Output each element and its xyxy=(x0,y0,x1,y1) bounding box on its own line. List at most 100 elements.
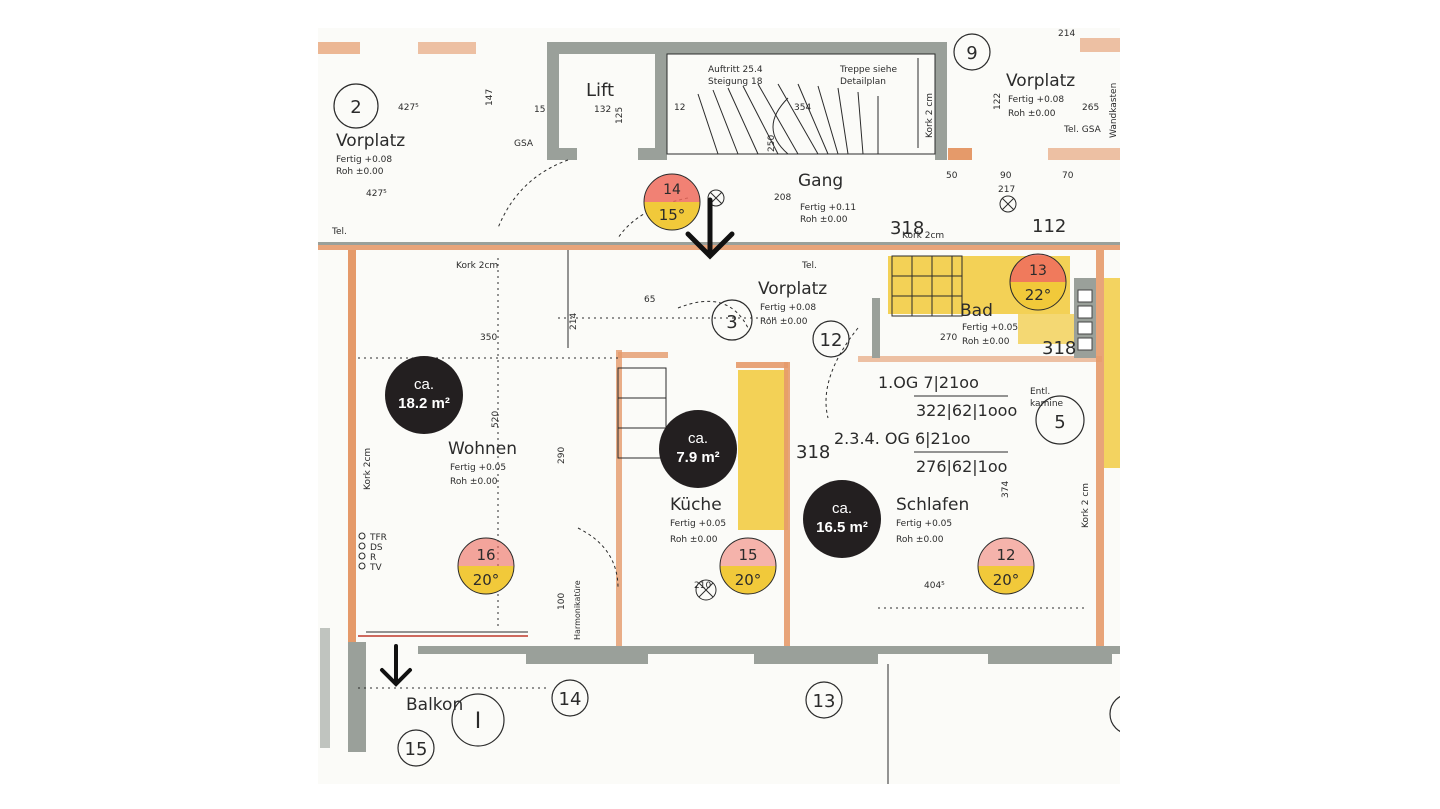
room-name-lift: Lift xyxy=(586,80,614,101)
dimension-label: 50 xyxy=(946,171,958,181)
area-badge-schlafen: ca. 16.5 m² xyxy=(803,480,881,558)
dimension-label: 427⁵ xyxy=(366,189,387,199)
room-number: 2 xyxy=(350,97,361,118)
dimension-label: 214 xyxy=(1058,29,1075,39)
annotation: Kork 2 cm xyxy=(1081,483,1091,528)
level-note: Fertig +0.05 xyxy=(896,519,952,529)
level-note: Roh ±0.00 xyxy=(896,535,944,545)
level-note: Fertig +0.05 xyxy=(670,519,726,529)
dimension-label: 100 xyxy=(557,593,567,610)
arrow-icon xyxy=(380,644,412,687)
dimension-label: 217 xyxy=(998,185,1015,195)
spec-row: 2.3.4. OG 6|21oo xyxy=(834,429,970,448)
annotation: Tel. xyxy=(331,227,347,237)
room-number: 15 xyxy=(405,739,428,760)
dimension-label: 290 xyxy=(557,447,567,464)
level-note: Roh ±0.00 xyxy=(670,535,718,545)
stair-lines xyxy=(666,53,936,155)
level-note: Fertig +0.05 xyxy=(962,323,1018,333)
stair-note: Detailplan xyxy=(840,77,886,87)
area-badge-wohnen: ca. 18.2 m² xyxy=(385,356,463,434)
annotation: DS xyxy=(370,543,383,553)
annotation: Wandkasten xyxy=(1109,83,1119,138)
level-note: Roh ±0.00 xyxy=(800,215,848,225)
dimension-label: 125 xyxy=(615,107,625,124)
room-number: 14 xyxy=(559,689,582,710)
area-badge-prefix: ca. xyxy=(831,500,852,518)
temp-marker-temp: 20° xyxy=(473,571,500,589)
temp-marker-temp: 20° xyxy=(735,571,762,589)
stair-notes: Auftritt 25.4 Steigung 18 Treppe siehe D… xyxy=(708,65,897,87)
temp-marker-temp: 22° xyxy=(1025,286,1052,304)
level-note: Fertig +0.11 xyxy=(800,203,856,213)
area-badge-value: 7.9 m² xyxy=(676,449,720,466)
room-name-gang: Gang xyxy=(798,171,843,191)
room-number-circles xyxy=(333,33,1120,767)
temp-marker-temp: 20° xyxy=(993,571,1020,589)
dimensions: 427⁵ 427⁵ 147 15 132 125 12 354 250 208 … xyxy=(366,29,1099,610)
dimension-label: 112 xyxy=(1032,216,1066,237)
dimension-label: 265 xyxy=(1082,103,1099,113)
room-number: 9 xyxy=(966,43,977,64)
dimension-label: 520 xyxy=(491,411,501,428)
level-note: Fertig +0.08 xyxy=(760,303,816,313)
spec-row: 1.OG 7|21oo xyxy=(878,373,979,392)
room-name-balkon: Balkon xyxy=(406,695,463,715)
room-name-vorplatz: Vorplatz xyxy=(758,279,827,299)
temp-marker-number: 16 xyxy=(476,546,495,564)
area-badge-value: 16.5 m² xyxy=(816,519,868,536)
temp-marker-number: 14 xyxy=(663,182,681,198)
room-number-labels: 2 9 3 12 5 14 13 15 I xyxy=(350,43,1065,760)
dimension-label: 270 xyxy=(940,333,957,343)
level-note: Roh ±0.00 xyxy=(450,477,498,487)
level-note: Roh ±0.00 xyxy=(336,167,384,177)
dimension-label: 15 xyxy=(534,105,545,115)
annotation: GSA xyxy=(514,139,534,149)
annotation: Kork 2 cm xyxy=(925,93,935,138)
dimension-label: 354 xyxy=(794,103,811,113)
room-number: 12 xyxy=(820,330,843,351)
temp-marker-schlafen: 12 20° xyxy=(977,537,1035,595)
level-note: Fertig +0.05 xyxy=(450,463,506,473)
room-name-vorplatz: Vorplatz xyxy=(336,131,405,151)
room-name-wohnen: Wohnen xyxy=(448,439,517,459)
room-number: I xyxy=(475,709,482,734)
dimension-label: 427⁵ xyxy=(398,103,419,113)
room-name-schlafen: Schlafen xyxy=(896,495,969,515)
annotation: TFR xyxy=(369,533,387,543)
temp-marker-temp: 15° xyxy=(659,206,686,224)
dimension-label: 208 xyxy=(774,193,791,203)
spec-row: 276|62|1oo xyxy=(916,457,1007,476)
annotation: Tel. GSA xyxy=(1063,125,1102,135)
dimension-label: 65 xyxy=(644,295,655,305)
room-name-vorplatz: Vorplatz xyxy=(1006,71,1075,91)
room-number: 5 xyxy=(1054,412,1065,433)
room-name-kueche: Küche xyxy=(670,495,722,515)
temp-marker-number: 15 xyxy=(738,546,757,564)
dimension-label: 318 xyxy=(1042,338,1076,359)
room-name-bad: Bad xyxy=(960,301,993,321)
temp-marker-gang: 14 15° xyxy=(643,173,701,231)
area-badge-prefix: ca. xyxy=(687,430,708,448)
dimension-label: 90 xyxy=(1000,171,1012,181)
dimension-label: 214 xyxy=(569,313,579,330)
annotation: Kork 2cm xyxy=(456,261,498,271)
level-note: Roh ±0.00 xyxy=(760,317,808,327)
dimension-label: 350 xyxy=(480,333,497,343)
stair-note: Auftritt 25.4 xyxy=(708,65,763,75)
annotation: Entl. xyxy=(1030,387,1050,397)
room-names: Lift Gang Vorplatz Vorplatz Vorplatz Bad… xyxy=(336,71,1075,715)
floor-plan-drawing: 2 9 3 12 5 14 13 15 I 14 15° 13 22° 16 2… xyxy=(318,29,1120,784)
dimension-label: 250 xyxy=(767,135,777,152)
annotation: Tel. xyxy=(801,261,817,271)
dimension-label: 318 xyxy=(890,218,924,239)
annotation: Kork 2cm xyxy=(363,448,373,490)
room-number: 3 xyxy=(726,312,737,333)
stair-note: Treppe siehe xyxy=(839,65,897,75)
temp-marker-wohnen: 16 20° xyxy=(457,537,515,595)
level-notes: Fertig +0.08 Roh ±0.00 Fertig +0.08 Roh … xyxy=(336,95,1064,545)
temp-marker-kueche: 15 20° xyxy=(719,537,777,595)
level-note: Fertig +0.08 xyxy=(1008,95,1064,105)
spec-table: 1.OG 7|21oo 322|62|1ooo 2.3.4. OG 6|21oo… xyxy=(834,373,1017,476)
annotation: kamine xyxy=(1030,399,1064,409)
